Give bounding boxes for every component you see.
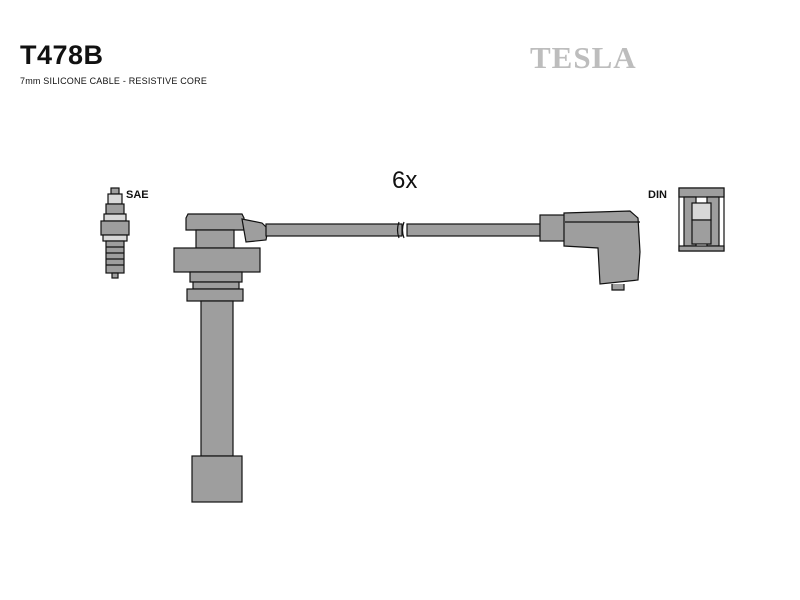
din-terminal-label: DIN [648,189,667,201]
part-number: T478B [20,40,104,70]
spark-plug-icon [100,187,130,279]
sae-terminal-label: SAE [126,189,149,201]
brand-logo: TESLA [530,40,637,75]
plug-boot [173,213,269,503]
din-terminal-icon [678,187,725,252]
angled-boot [539,210,641,291]
ignition-cable [265,221,542,239]
quantity-label: 6x [392,167,418,194]
cable-spec: 7mm SILICONE CABLE - RESISTIVE CORE [20,76,208,86]
